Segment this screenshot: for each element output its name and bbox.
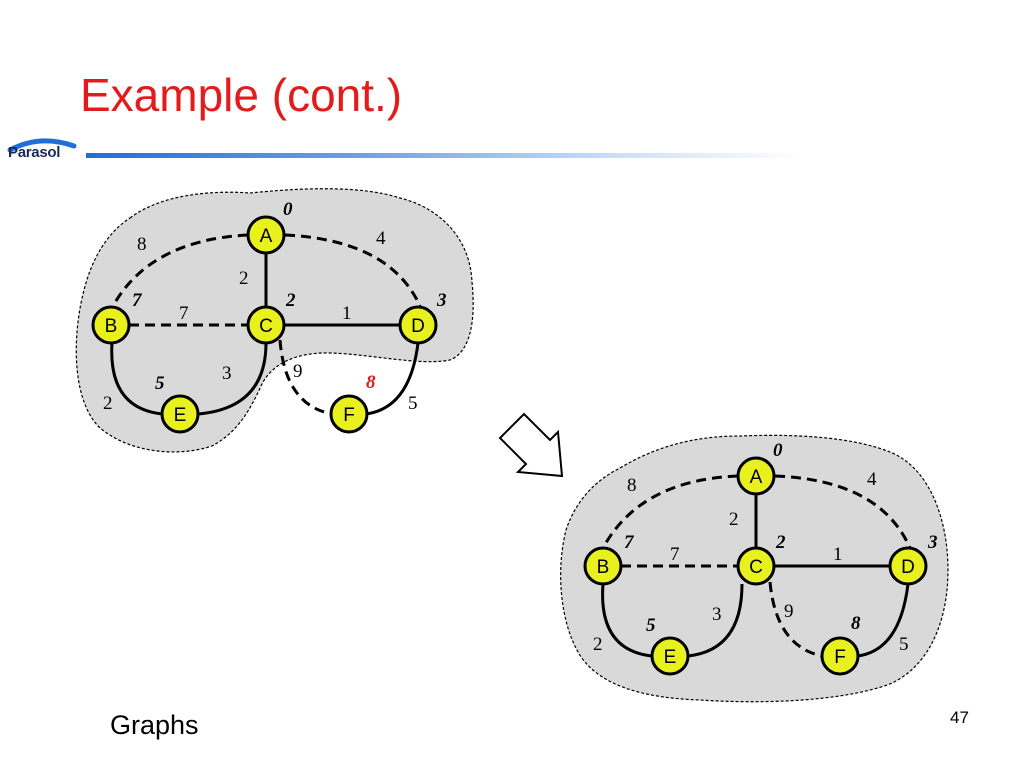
weight-c-f: 9 [293,361,303,382]
edge-b-e [601,583,653,658]
node-b: B [583,546,623,586]
svg-text:D: D [901,557,915,578]
edge-c-f [278,339,333,416]
weight-c-f: 9 [784,601,794,622]
node-f: F [820,636,860,676]
node-a: A [246,215,286,255]
svg-text:C: C [749,557,763,578]
svg-text:A: A [260,226,273,247]
node-d: D [888,546,928,586]
node-c: C [736,546,776,586]
node-d: D [398,305,438,345]
dist-c: 2 [775,532,786,553]
edge-b-e [110,342,163,416]
svg-text:D: D [411,316,425,337]
footer-text: Graphs [110,710,199,740]
dist-a: 0 [283,199,293,220]
logo-text: Parasol [8,144,61,161]
weight-a-c: 2 [239,268,249,289]
weight-b-c: 7 [179,303,189,324]
svg-text:B: B [105,316,118,337]
dist-f-highlight: 8 [366,372,376,393]
dist-a: 0 [773,440,783,461]
dist-d: 3 [436,290,447,311]
edge-d-f [857,583,910,658]
parasol-logo-icon [7,138,77,153]
weight-a-c: 2 [729,509,739,530]
node-e: E [650,636,690,676]
slide-title: Example (cont.) [80,69,403,121]
title-underline [86,153,802,158]
edge-c-e [197,342,268,416]
transition-arrow-icon [498,412,564,478]
weight-c-e: 3 [222,363,232,384]
svg-text:F: F [834,647,846,668]
weight-b-e: 2 [593,634,603,655]
edge-a-d [284,233,422,307]
page-number: 47 [950,708,969,727]
weight-a-d: 4 [867,469,877,490]
weight-a-b: 8 [627,475,637,496]
node-b: B [91,305,131,345]
graph-before: A B C D E F 0 7 2 3 5 8 8 4 2 [75,188,474,453]
node-a: A [736,456,776,496]
svg-text:E: E [664,647,677,668]
node-f: F [329,394,369,434]
graph-after: A B C D E F 0 7 2 3 5 8 8 4 2 [560,434,949,703]
weight-c-d: 1 [833,544,843,565]
edge-a-d [774,474,912,549]
weight-d-f: 5 [899,634,909,655]
dist-b: 7 [624,532,635,553]
svg-text:A: A [750,467,763,488]
edge-a-b [601,474,739,549]
svg-text:B: B [597,557,610,578]
weight-c-d: 1 [342,303,352,324]
edge-c-e [687,583,744,658]
weight-c-e: 3 [712,604,722,625]
weight-b-e: 2 [103,393,113,414]
dist-d: 3 [927,532,938,553]
edge-a-b [111,233,249,307]
weight-d-f: 5 [408,393,418,414]
weight-b-c: 7 [670,544,680,565]
svg-text:F: F [343,405,355,426]
dist-b: 7 [132,290,143,311]
dist-f: 8 [851,613,861,634]
dist-c: 2 [285,290,296,311]
weight-a-d: 4 [376,228,386,249]
dist-e: 5 [155,373,165,394]
weight-a-b: 8 [137,234,147,255]
svg-text:E: E [174,405,187,426]
edge-c-f [768,581,823,658]
svg-text:C: C [259,316,273,337]
node-c: C [246,305,286,345]
edge-d-f [365,342,420,416]
dist-e: 5 [646,615,656,636]
node-e: E [160,394,200,434]
